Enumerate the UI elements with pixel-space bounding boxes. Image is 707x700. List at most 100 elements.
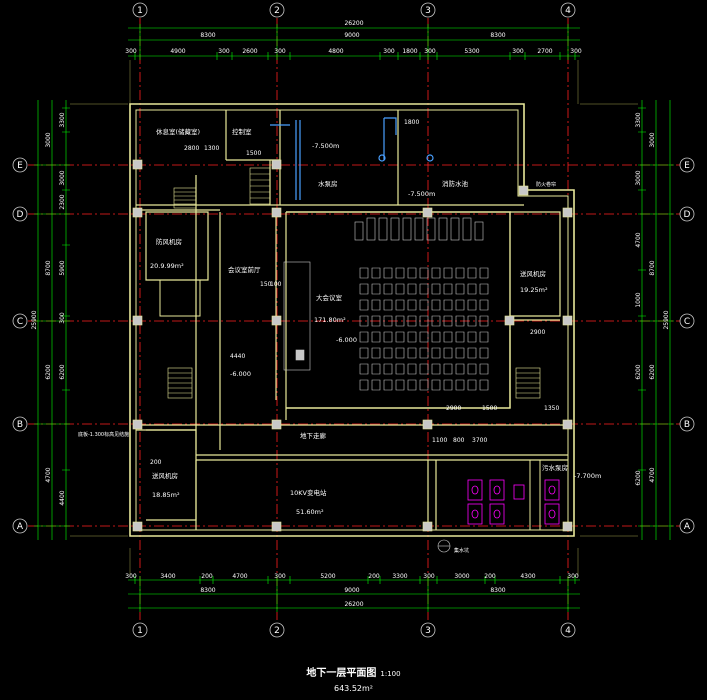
- dim-left-total: 25900: [31, 310, 38, 329]
- grid-row-label: E: [17, 161, 23, 171]
- dim-top-minor: 300: [218, 48, 230, 55]
- dim-top-minor: 300: [125, 48, 137, 55]
- dim-right-major: 6200: [649, 364, 656, 379]
- dim-bottom-minor: 4700: [232, 573, 247, 580]
- dim-left-minor: 6200: [59, 364, 66, 379]
- dim-bottom-major: 8300: [490, 587, 505, 594]
- dim-top-minor: 1800: [402, 48, 417, 55]
- dim-top-minor: 2600: [242, 48, 257, 55]
- room-substation-area: 51.60m²: [296, 508, 324, 516]
- local-dim: 1500: [246, 150, 261, 157]
- sump-pit-icon: [437, 539, 451, 553]
- dim-left-major: 4700: [45, 467, 52, 482]
- dim-bottom-major: 8300: [200, 587, 215, 594]
- dim-top-major: 9000: [344, 32, 359, 39]
- dim-top-minor: 300: [570, 48, 582, 55]
- local-dim: 100: [270, 281, 282, 288]
- local-dim: 800: [453, 437, 465, 444]
- grid-bubbles: [12, 2, 695, 638]
- fire-pool-level: -7.500m: [408, 190, 435, 198]
- room-pump-room: 水泵房: [318, 179, 338, 188]
- grid-col-label: 2: [274, 626, 280, 636]
- grid-col-label: 1: [137, 6, 143, 16]
- dim-top-minor: 2700: [537, 48, 552, 55]
- grid-row-label: A: [17, 522, 24, 532]
- dim-top-minor: 4800: [328, 48, 343, 55]
- dim-bottom-minor: 3300: [392, 573, 407, 580]
- dim-bottom-minor: 300: [125, 573, 137, 580]
- lobby-level: -6.000: [230, 370, 251, 378]
- local-dim: 2900: [530, 329, 545, 336]
- dim-right-major: 4700: [649, 467, 656, 482]
- room-control-room: 控制室: [232, 127, 252, 136]
- local-dim: 1300: [204, 145, 219, 152]
- dim-right-minor: 4700: [635, 232, 642, 247]
- room-fan-west-area: 18.85m²: [152, 491, 180, 499]
- water-pipes: [270, 117, 434, 200]
- dim-top-minor: 300: [274, 48, 286, 55]
- dim-bottom-minor: 200: [368, 573, 380, 580]
- room-sewage-pump: 污水泵房: [542, 463, 568, 472]
- dim-top-minor: 5300: [464, 48, 479, 55]
- local-dim: 1350: [544, 405, 559, 412]
- dim-top-minor: 4900: [170, 48, 185, 55]
- extension-lines: [70, 60, 638, 576]
- dim-left-major: 8700: [45, 260, 52, 275]
- local-dim: 3700: [472, 437, 487, 444]
- hall-seating: [283, 217, 489, 391]
- local-dim: 1100: [432, 437, 447, 444]
- local-dim: 2900: [446, 405, 461, 412]
- dim-bottom-minor: 300: [274, 573, 286, 580]
- dim-bottom-minor: 4300: [520, 573, 535, 580]
- grid-row-label: C: [17, 317, 23, 327]
- dim-bottom-minor: 3000: [454, 573, 469, 580]
- grid-row-label: E: [684, 161, 690, 171]
- note-sump-pit: 集水坑: [454, 547, 469, 554]
- grid-col-label: 3: [425, 6, 431, 16]
- dimension-lines: [34, 24, 674, 612]
- grid-col-label: 3: [425, 626, 431, 636]
- grid-row-label: B: [17, 420, 23, 430]
- dim-bottom-minor: 300: [423, 573, 435, 580]
- room-meeting-lobby: 会议室前厅: [228, 265, 261, 274]
- dim-top-minor: 300: [512, 48, 524, 55]
- dim-bottom-total: 26200: [344, 601, 363, 608]
- local-dim: 2800: [184, 145, 199, 152]
- grid-row-label: D: [17, 210, 24, 220]
- hall-level: -6.000: [336, 336, 357, 344]
- note-slab-level: 底板-1.300标高见结施: [78, 431, 129, 438]
- building-walls: [129, 103, 575, 537]
- room-fire-pool: 消防水池: [442, 179, 469, 188]
- sewage-level: -7.700m: [574, 472, 601, 480]
- drawing-title-text: 地下一层平面图: [306, 668, 377, 679]
- dim-top-total: 26200: [344, 20, 363, 27]
- local-dim: 1800: [404, 119, 419, 126]
- note-shutter: 防火卷帘: [536, 181, 556, 188]
- dim-right-minor: 1000: [635, 292, 642, 307]
- drawing-area: 643.52m²: [334, 684, 373, 693]
- room-smoke-fan: 防风机房: [156, 237, 182, 246]
- dim-left-minor: 300: [59, 312, 66, 324]
- dim-bottom-minor: 5200: [320, 573, 335, 580]
- dim-bottom-minor: 3400: [160, 573, 175, 580]
- dim-top-major: 8300: [200, 32, 215, 39]
- room-hall: 大会议室: [316, 293, 343, 302]
- dim-left-major: 6200: [45, 364, 52, 379]
- room-fan-west: 送风机房: [152, 471, 178, 480]
- dim-right-major: 3000: [649, 132, 656, 147]
- room-corridor: 地下走廊: [300, 431, 327, 440]
- room-fan-east-area: 19.25m²: [520, 286, 548, 294]
- dim-bottom-minor: 300: [567, 573, 579, 580]
- dim-bottom-minor: 200: [484, 573, 496, 580]
- dim-right-minor: 6200: [635, 470, 642, 485]
- dim-bottom-major: 9000: [344, 587, 359, 594]
- pump-level: -7.500m: [312, 142, 339, 150]
- dim-left-minor: 3300: [59, 112, 66, 127]
- grid-col-label: 1: [137, 626, 143, 636]
- dim-left-minor: 5900: [59, 260, 66, 275]
- structural-columns: [132, 159, 573, 532]
- grid-row-label: D: [684, 210, 691, 220]
- dim-left-minor: 3000: [59, 170, 66, 185]
- room-fan-east: 送风机房: [520, 269, 546, 278]
